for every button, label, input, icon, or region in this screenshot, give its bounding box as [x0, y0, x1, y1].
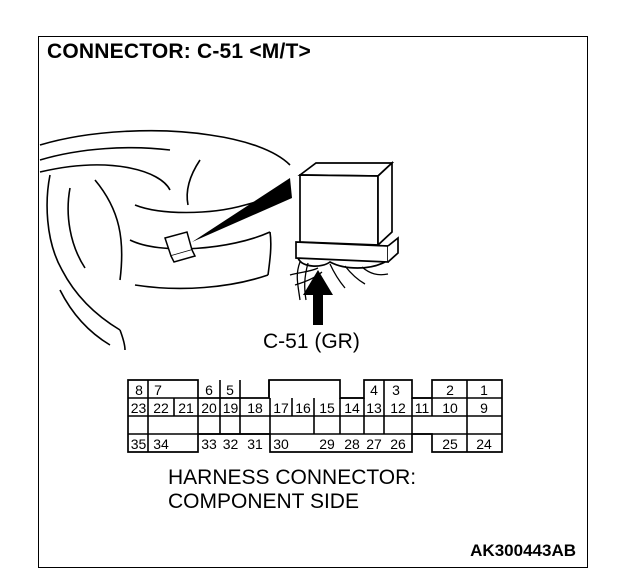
pin-10: 10 — [442, 400, 458, 416]
pin-12: 12 — [390, 400, 406, 416]
pin-13: 13 — [366, 400, 382, 416]
pin-9: 9 — [480, 400, 488, 416]
pin-11: 11 — [414, 400, 430, 416]
pin-4: 4 — [370, 382, 378, 398]
pin-2: 2 — [446, 382, 454, 398]
pin-5: 5 — [226, 382, 234, 398]
pin-27: 27 — [366, 436, 382, 452]
diagram-frame — [38, 36, 588, 568]
pin-21: 21 — [178, 400, 194, 416]
connector-label: C-51 (GR) — [263, 330, 360, 353]
ecu-module — [295, 161, 399, 269]
pin-8: 8 — [135, 382, 143, 398]
pin-34: 34 — [153, 436, 169, 452]
pin-15: 15 — [319, 400, 335, 416]
pin-22: 22 — [153, 400, 169, 416]
pin-20: 20 — [201, 400, 217, 416]
pin-18: 18 — [247, 400, 263, 416]
pin-6: 6 — [205, 382, 213, 398]
pin-16: 16 — [295, 400, 311, 416]
pin-17: 17 — [273, 400, 289, 416]
pin-26: 26 — [390, 436, 406, 452]
pin-33: 33 — [201, 436, 217, 452]
pin-31: 31 — [247, 436, 263, 452]
pin-3: 3 — [392, 382, 400, 398]
pin-29: 29 — [319, 436, 335, 452]
pin-28: 28 — [344, 436, 360, 452]
pointer-arrow — [303, 270, 333, 325]
pin-14: 14 — [344, 400, 360, 416]
diagram-title: CONNECTOR: C-51 <M/T> — [47, 40, 312, 63]
pin-19: 19 — [222, 400, 239, 416]
pin-7: 7 — [154, 382, 162, 398]
pin-24: 24 — [476, 436, 492, 452]
callout-wedge — [192, 178, 292, 242]
caption-line-2: COMPONENT SIDE — [168, 490, 359, 513]
pin-30: 30 — [273, 436, 289, 452]
reference-code: AK300443AB — [470, 541, 576, 560]
connector-face — [127, 379, 503, 453]
pin-1: 1 — [480, 382, 488, 398]
dashboard-drawing — [39, 129, 291, 351]
pin-32: 32 — [222, 436, 239, 452]
ecu-wires — [289, 261, 389, 301]
pin-35: 35 — [130, 436, 147, 452]
dash-ecu-small — [164, 231, 197, 263]
pin-25: 25 — [442, 436, 458, 452]
caption-line-1: HARNESS CONNECTOR: — [168, 466, 417, 489]
pin-23: 23 — [130, 400, 147, 416]
